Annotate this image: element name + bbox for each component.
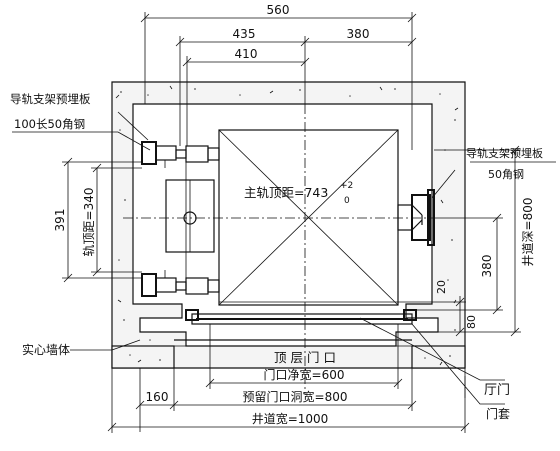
top-door-label: 顶 层 门 口 <box>274 350 336 365</box>
counterweight <box>165 179 215 253</box>
car-platform <box>218 129 399 306</box>
dim-top-inner: 410 <box>235 47 258 61</box>
dim-top-total: 560 <box>267 3 290 17</box>
front-wall-left <box>111 345 175 369</box>
door-clear-width-label: 门口净宽=600 <box>264 367 345 382</box>
rail-tolerance-plus: +2 <box>340 181 353 191</box>
concrete-hatching <box>115 85 459 366</box>
rail-tolerance-zero: 0 <box>344 196 350 206</box>
dim-right-80: 80 <box>465 315 478 329</box>
dim-top-mid: 435 <box>233 27 256 41</box>
dim-left-outer: 391 <box>53 209 67 232</box>
dim-top-right: 380 <box>347 27 370 41</box>
door-sill-label: 厅门 <box>484 383 510 398</box>
door-frame-label: 门套 <box>486 406 510 421</box>
angle-steel-right-label: 50角钢 <box>488 168 524 181</box>
dim-right-total: 井道深=800 <box>521 198 535 267</box>
dim-bottom-left: 160 <box>146 390 169 404</box>
embed-plate-left-label: 导轨支架预埋板 <box>10 92 91 106</box>
reserved-opening-label: 预留门口洞宽=800 <box>243 389 348 404</box>
solid-wall-label: 实心墙体 <box>22 342 70 357</box>
dim-right-20: 20 <box>435 280 448 294</box>
dim-left-inner: 轨顶距=340 <box>82 188 96 257</box>
dimension-lines <box>62 12 521 433</box>
door-sill <box>174 309 417 347</box>
left-rail-brackets <box>141 141 220 297</box>
dim-right-upper: 380 <box>480 255 494 278</box>
dim-bottom-total: 井道宽=1000 <box>252 411 329 426</box>
leader-lines <box>12 111 556 405</box>
right-rail-bracket <box>397 189 435 246</box>
angle-steel-left-label: 100长50角钢 <box>14 117 85 131</box>
rail-distance-label: 主轨顶距=743 <box>244 185 328 200</box>
center-lines <box>123 104 430 395</box>
embed-plate-right-label: 导轨支架预埋板 <box>466 146 543 160</box>
